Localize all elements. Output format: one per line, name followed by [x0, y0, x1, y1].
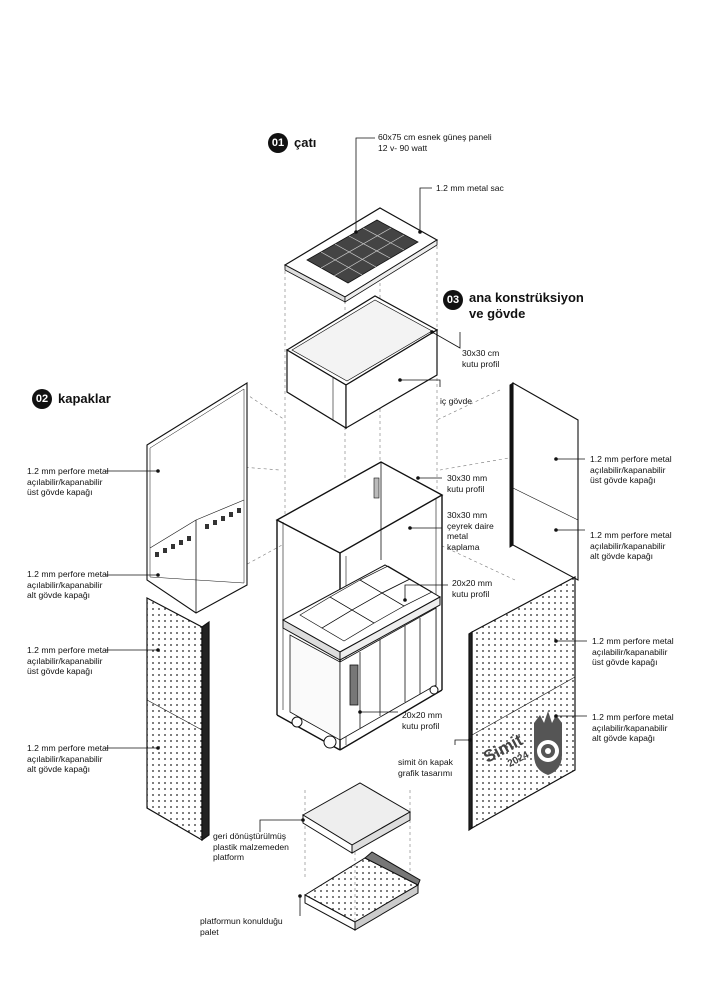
label-box-profile-20-b: 20x20 mm kutu profil	[402, 710, 443, 731]
label-right-cover-1: 1.2 mm perfore metal açılabilir/kapanabi…	[590, 454, 672, 486]
label-inner-body: iç gövde	[440, 396, 473, 406]
recycled-platform	[302, 782, 412, 854]
roof-assembly	[283, 207, 439, 303]
label-left-cover-3: 1.2 mm perfore metal açılabilir/kapanabi…	[27, 645, 109, 677]
label-pallet: platformun konulduğu palet	[200, 916, 283, 937]
label-box-profile-20-a: 20x20 mm kutu profil	[452, 578, 493, 599]
section-main-construction: 03 ana konstrüksiyon ve gövde	[443, 290, 584, 322]
label-quarter-round: 30x30 mm çeyrek daire metal kaplama	[447, 510, 494, 552]
label-solar-panel: 60x75 cm esnek güneş paneli 12 v- 90 wat…	[378, 132, 492, 153]
counter-shelf	[281, 564, 442, 661]
section-title: kapaklar	[58, 391, 111, 406]
label-front-graphic: simit ön kapak grafik tasarımı	[398, 757, 453, 778]
left-lower-perforated-panel	[146, 597, 210, 842]
section-number: 03	[443, 290, 463, 310]
label-box-profile-30-top: 30x30 cm kutu profil	[462, 348, 500, 369]
right-upper-panel	[509, 382, 579, 581]
section-roof: 01 çatı	[268, 133, 316, 153]
label-box-profile-30: 30x30 mm kutu profil	[447, 473, 488, 494]
section-title: ana konstrüksiyon ve gövde	[469, 290, 584, 321]
label-recycled-platform: geri dönüştürülmüş plastik malzemeden pl…	[213, 831, 289, 863]
leader-lines	[106, 137, 587, 916]
lower-compartment	[289, 607, 437, 741]
section-title: çatı	[294, 135, 317, 150]
label-metal-sheet: 1.2 mm metal sac	[436, 183, 504, 193]
label-left-cover-1: 1.2 mm perfore metal açılabilir/kapanabi…	[27, 466, 109, 498]
section-number: 02	[32, 389, 52, 409]
wheels	[291, 685, 439, 749]
section-covers: 02 kapaklar	[32, 389, 111, 409]
right-front-perforated-panel	[468, 575, 576, 832]
pallet-tray	[304, 851, 421, 931]
leader-dots	[156, 230, 558, 898]
inner-body-box	[285, 295, 439, 430]
label-right-cover-3: 1.2 mm perfore metal açılabilir/kapanabi…	[592, 636, 674, 668]
label-left-cover-2: 1.2 mm perfore metal açılabilir/kapanabi…	[27, 569, 109, 601]
left-upper-panel	[146, 382, 248, 614]
label-right-cover-2: 1.2 mm perfore metal açılabilir/kapanabi…	[590, 530, 672, 562]
label-left-cover-4: 1.2 mm perfore metal açılabilir/kapanabi…	[27, 743, 109, 775]
label-right-cover-4: 1.2 mm perfore metal açılabilir/kapanabi…	[592, 712, 674, 744]
section-number: 01	[268, 133, 288, 153]
